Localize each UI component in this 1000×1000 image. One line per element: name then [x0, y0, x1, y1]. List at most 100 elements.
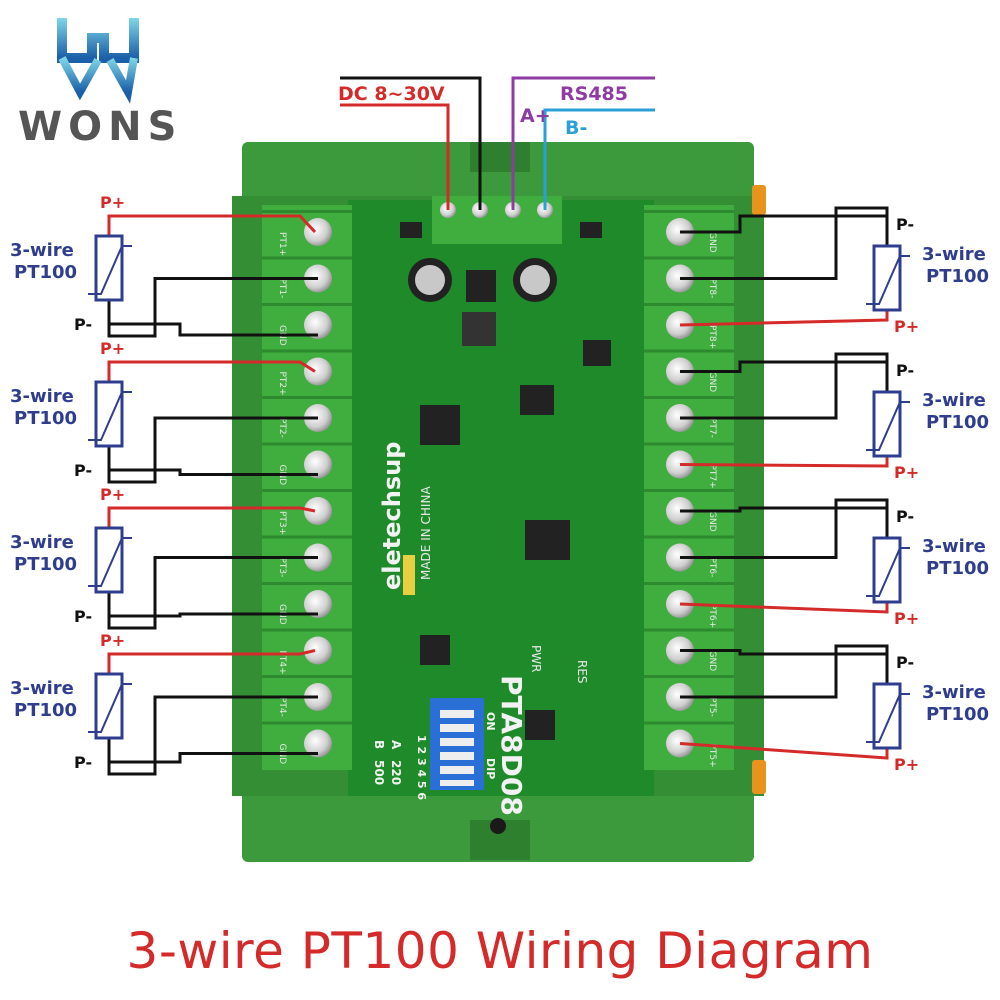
option-a: A: [389, 740, 403, 750]
power-rs485-wires: [340, 76, 655, 210]
model-text: PTA8D08: [495, 675, 528, 816]
power-label: DC 8~30V: [338, 83, 445, 105]
pcb: [348, 200, 654, 796]
sensor-type-label: 3-wire: [922, 390, 986, 411]
terminal-label: PT1-: [277, 279, 287, 299]
terminal-label: PT4-: [277, 697, 287, 717]
terminal-label: PT6-: [707, 558, 717, 578]
terminal-screw: [304, 729, 332, 758]
option-b-value: 500: [372, 760, 386, 785]
resistor-symbol: [94, 234, 124, 302]
resistor-symbol: [94, 672, 124, 740]
sensor-model-label: PT100: [926, 412, 989, 433]
terminal-label: PT7+: [707, 465, 717, 489]
pcb-components: [400, 222, 611, 740]
terminal-label: PT3-: [277, 558, 287, 578]
sensor-type-label: 3-wire: [10, 240, 74, 261]
terminal-label: GND: [707, 372, 717, 393]
terminal-label: PT2+: [277, 372, 287, 396]
resistor-symbol: [94, 380, 124, 448]
res-text: RES: [575, 660, 589, 684]
sensor-type-label: 3-wire: [10, 678, 74, 699]
dip-on: ON: [484, 712, 497, 731]
p-minus-label: P-: [896, 507, 914, 526]
terminal-label: PT2-: [277, 418, 287, 438]
terminal-screw: [304, 590, 332, 618]
right-terminal-block: [644, 205, 734, 770]
terminal-label: GND: [707, 232, 717, 253]
sensor-type-label: 3-wire: [10, 386, 74, 407]
terminal-screw: [304, 450, 332, 479]
rs485-label: RS485: [560, 83, 628, 105]
terminal-label: PT1+: [277, 232, 287, 256]
terminal-label: PT4+: [277, 651, 287, 675]
resistor-symbol: [872, 390, 902, 458]
p-plus-label: P+: [894, 317, 919, 336]
made-in-text: MADE IN CHINA: [419, 486, 433, 580]
resistor-symbol: [872, 244, 902, 312]
logo-text: WONS: [18, 104, 182, 150]
resistor-symbol: [872, 536, 902, 604]
sensor-model-label: PT100: [14, 700, 77, 721]
terminal-label: PT3+: [277, 511, 287, 535]
terminal-label: GND: [707, 651, 717, 672]
sensor-model-label: PT100: [926, 704, 989, 725]
rs485-b-label: B-: [565, 117, 587, 139]
left-sensor-group: P+P-3-wirePT100P+P-3-wirePT100P+P-3-wire…: [10, 193, 318, 776]
wons-logo: WONS: [18, 18, 182, 150]
rs485-a-label: A+: [520, 105, 551, 127]
option-a-value: 220: [389, 760, 403, 785]
p-minus-label: P-: [896, 653, 914, 672]
p-minus-label: P-: [896, 215, 914, 234]
terminal-label: PT8-: [707, 279, 717, 299]
p-minus-label: P-: [74, 315, 92, 334]
dip-label: DIP: [484, 758, 497, 779]
dip-numbers: 1 2 3 4 5 6: [415, 735, 428, 800]
terminal-screw: [304, 218, 332, 246]
terminal-screw: [304, 357, 332, 386]
left-terminal-block: [262, 205, 352, 770]
sensor-type-label: 3-wire: [922, 682, 986, 703]
sensor-model-label: PT100: [14, 262, 77, 283]
terminal-label: PT5+: [707, 744, 717, 768]
p-minus-label: P-: [74, 607, 92, 626]
sensor-model-label: PT100: [14, 554, 77, 575]
terminal-screw: [304, 497, 332, 525]
p-minus-label: P-: [896, 361, 914, 380]
right-sensor-group: P-P+3-wirePT100P-P+3-wirePT100P-P+3-wire…: [679, 206, 989, 774]
brand-text: eletechsup: [378, 442, 406, 590]
terminal-label: PT8+: [707, 325, 717, 349]
p-plus-label: P+: [100, 339, 125, 358]
sensor-type-label: 3-wire: [10, 532, 74, 553]
dip-switch: [430, 698, 484, 790]
terminal-label: PT5-: [707, 697, 717, 717]
terminal-screw: [304, 311, 332, 339]
sensor-model-label: PT100: [926, 266, 989, 287]
sensor-model-label: PT100: [926, 558, 989, 579]
sensor-type-label: 3-wire: [922, 244, 986, 265]
p-plus-label: P+: [894, 609, 919, 628]
terminal-label: GND: [707, 511, 717, 532]
sensor-model-label: PT100: [14, 408, 77, 429]
terminal-screw: [304, 636, 332, 665]
option-b: B: [372, 740, 386, 749]
p-plus-label: P+: [894, 755, 919, 774]
p-minus-label: P-: [74, 753, 92, 772]
p-plus-label: P+: [894, 463, 919, 482]
power-terminal: [432, 196, 562, 244]
pwr-text: PWR: [529, 645, 543, 672]
sensor-type-label: 3-wire: [922, 536, 986, 557]
resistor-symbol: [94, 526, 124, 594]
p-plus-label: P+: [100, 193, 125, 212]
p-plus-label: P+: [100, 631, 125, 650]
diagram-title: 3-wire PT100 Wiring Diagram: [126, 922, 874, 980]
p-plus-label: P+: [100, 485, 125, 504]
